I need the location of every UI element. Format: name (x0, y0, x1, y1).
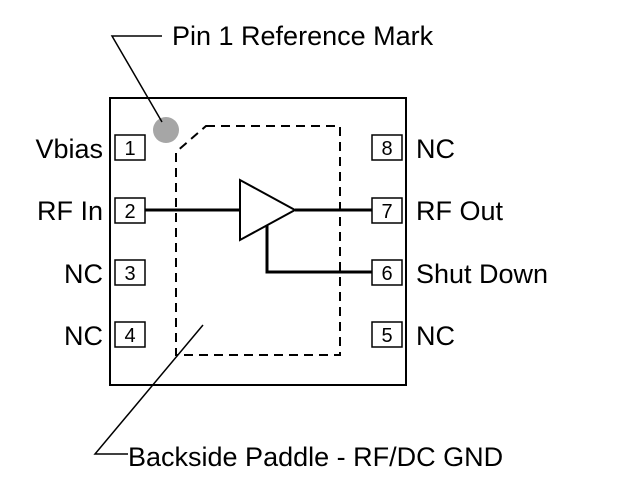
pin-name-2: RF In (37, 196, 103, 226)
pin1-reference-dot (153, 117, 179, 143)
pin-number-2: 2 (124, 201, 135, 223)
pin-box-5 (371, 321, 403, 348)
pin-number-1: 1 (124, 138, 135, 160)
pin-name-8: NC (416, 134, 455, 164)
pin1-leader-line (110, 35, 163, 123)
pin-name-4: NC (64, 321, 103, 351)
backside-paddle-outline (175, 125, 341, 356)
pin-number-8: 8 (381, 138, 392, 160)
shutdown-trace (265, 225, 372, 274)
pin-box-8 (371, 134, 403, 161)
pin-number-4: 4 (124, 325, 135, 347)
pin-box-3 (114, 259, 146, 286)
paddle-leader-line (93, 324, 204, 455)
pin-name-6: Shut Down (416, 259, 548, 289)
pin-box-2 (114, 197, 146, 224)
package-body (109, 97, 407, 386)
pin-box-1 (114, 134, 146, 161)
pin-name-5: NC (416, 321, 455, 351)
pin-box-7 (371, 197, 403, 224)
pin-number-5: 5 (381, 325, 392, 347)
pin-box-4 (114, 321, 146, 348)
pin1-reference-label: Pin 1 Reference Mark (172, 21, 434, 51)
backside-paddle-label: Backside Paddle - RF/DC GND (128, 442, 503, 472)
pin-name-3: NC (64, 259, 103, 289)
pin-number-3: 3 (124, 263, 135, 285)
pin-name-1: Vbias (35, 134, 103, 164)
pin-number-6: 6 (381, 263, 392, 285)
pin-box-6 (371, 259, 403, 286)
pin-name-7: RF Out (416, 196, 504, 226)
pin-number-7: 7 (381, 201, 392, 223)
